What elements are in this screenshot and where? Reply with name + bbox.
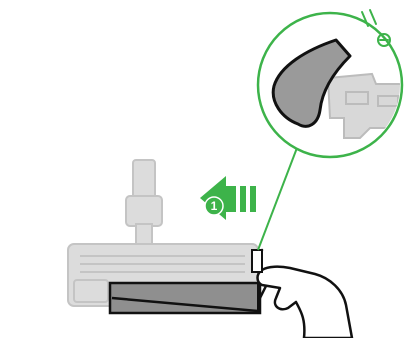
callout-line (258, 140, 300, 250)
slide-panel (110, 283, 260, 313)
latch-tab (252, 250, 262, 272)
hand-icon (256, 250, 352, 338)
direction-arrow-icon: 1 (200, 176, 256, 220)
step-number: 1 (211, 199, 218, 213)
